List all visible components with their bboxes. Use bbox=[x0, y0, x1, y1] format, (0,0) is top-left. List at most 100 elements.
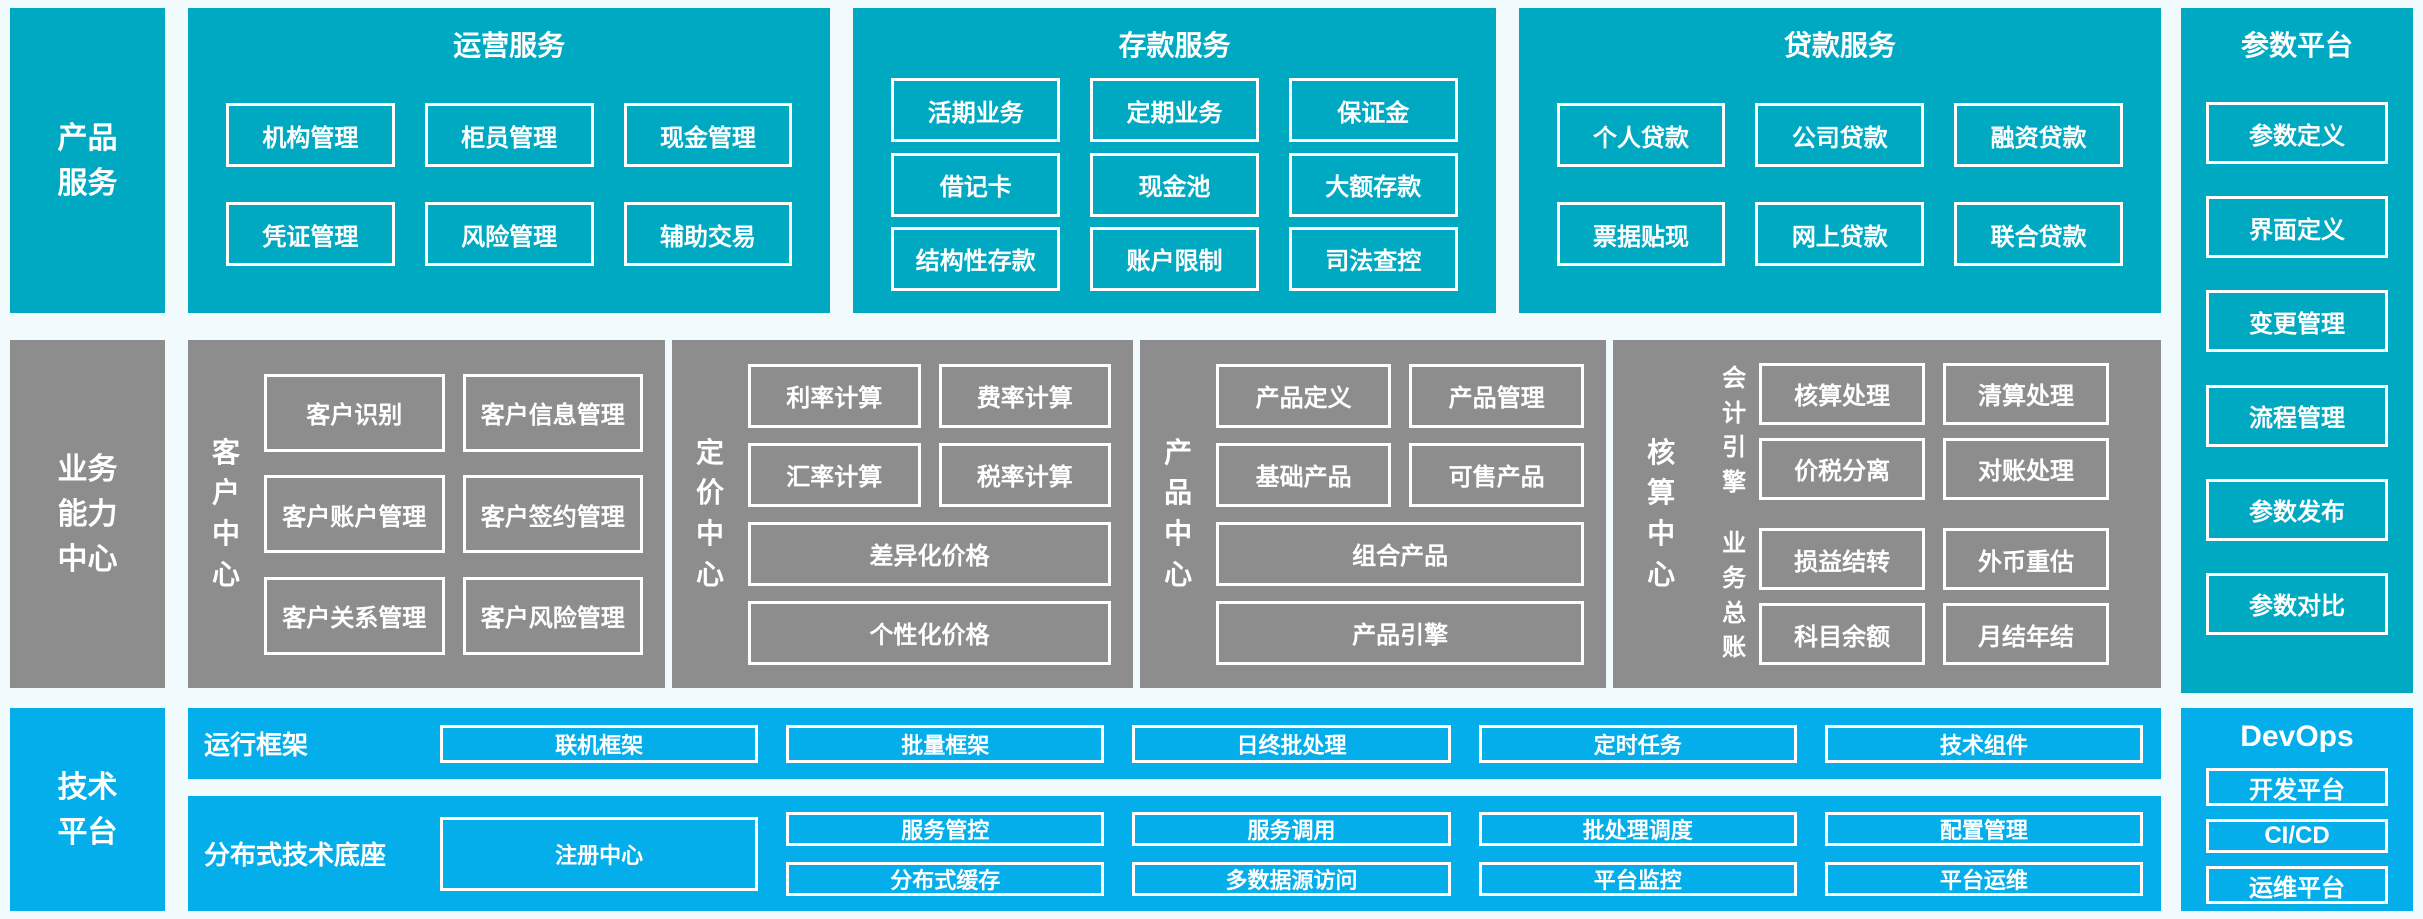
service-box: 流程管理 bbox=[2206, 384, 2388, 447]
service-box: 客户账户管理 bbox=[264, 475, 445, 553]
service-box: 客户签约管理 bbox=[462, 475, 644, 553]
sidebar-label: 业务能力中心 bbox=[57, 452, 118, 576]
box-row: 凭证管理 风险管理 辅助交易 bbox=[226, 202, 793, 266]
service-box: 费率计算 bbox=[938, 363, 1112, 428]
service-box: 辅助交易 bbox=[623, 202, 793, 266]
row-capability-centers: 业务能力中心 客户中心 客户识别 客户信息管理 客户账户管理 客户签约管理 bbox=[10, 340, 2161, 688]
panel-boxes: 个人贷款 公司贷款 融资贷款 票据贴现 网上贷款 联合贷款 bbox=[1519, 64, 2161, 313]
panel-customer-center: 客户中心 客户识别 客户信息管理 客户账户管理 客户签约管理 客户关系管理 客户… bbox=[188, 340, 666, 688]
service-box: 参数定义 bbox=[2206, 102, 2388, 165]
box-row: 客户识别 客户信息管理 bbox=[264, 373, 644, 452]
box-row: 结构性存款 账户限制 司法查控 bbox=[891, 226, 1458, 291]
box-row: 价税分离 对账处理 bbox=[1759, 437, 2109, 500]
service-box: 客户识别 bbox=[264, 373, 445, 452]
panel-devops: DevOps 开发平台 CI/CD 运维平台 bbox=[2181, 708, 2413, 911]
box-row: 产品定义 产品管理 bbox=[1216, 363, 1585, 428]
service-box: 公司贷款 bbox=[1755, 103, 1925, 167]
band-distributed-base: 分布式技术底座 注册中心 服务管控 分布式缓存 服务调用 多数据源访问 批处理调… bbox=[188, 796, 2161, 911]
panel-boxes: 客户识别 客户信息管理 客户账户管理 客户签约管理 客户关系管理 客户风险管理 bbox=[264, 340, 665, 688]
service-box: 日终批处理 bbox=[1132, 724, 1451, 763]
service-box: 联合贷款 bbox=[1954, 202, 2123, 266]
panel-boxes: 会计引擎 核算处理 清算处理 价税分离 对账处理 bbox=[1709, 340, 2161, 688]
service-box-wide: 产品引擎 bbox=[1216, 600, 1585, 665]
box-row: 机构管理 柜员管理 现金管理 bbox=[226, 103, 793, 167]
service-box: 批量框架 bbox=[786, 724, 1105, 763]
service-box: 产品定义 bbox=[1216, 363, 1392, 428]
panel-boxes: 产品定义 产品管理 基础产品 可售产品 组合产品 产品引擎 bbox=[1216, 340, 1606, 688]
service-box: 技术组件 bbox=[1824, 724, 2143, 763]
service-box: 服务管控 bbox=[786, 811, 1105, 846]
sidebar-label: 技术平台 bbox=[57, 770, 118, 849]
group-label: 会计引擎 bbox=[1722, 364, 1747, 497]
panel-boxes: 机构管理 柜员管理 现金管理 凭证管理 风险管理 辅助交易 bbox=[188, 64, 830, 313]
service-box: 税率计算 bbox=[938, 442, 1112, 507]
service-box: 现金管理 bbox=[623, 103, 793, 167]
panel-operations-services: 运营服务 机构管理 柜员管理 现金管理 凭证管理 风险管理 辅助交易 bbox=[188, 8, 831, 313]
service-box: 批处理调度 bbox=[1478, 811, 1797, 846]
accounting-group-ledger: 业务总账 损益结转 外币重估 科目余额 月结年结 bbox=[1709, 527, 2109, 666]
panel-title: 参数平台 bbox=[2240, 30, 2353, 61]
service-box: 分布式缓存 bbox=[786, 861, 1105, 896]
service-box-wide: 组合产品 bbox=[1216, 521, 1585, 586]
panel-boxes: 参数定义 界面定义 变更管理 流程管理 参数发布 参数对比 bbox=[2181, 64, 2413, 693]
service-box: 融资贷款 bbox=[1954, 103, 2123, 167]
panel-deposit-services: 存款服务 活期业务 定期业务 保证金 借记卡 现金池 大额存款 结构性存款 账户 bbox=[853, 8, 1496, 313]
box-row: 科目余额 月结年结 bbox=[1759, 603, 2109, 666]
panel-product-center: 产品中心 产品定义 产品管理 基础产品 可售产品 组合产品 产品引擎 bbox=[1140, 340, 1607, 688]
service-box: 定时任务 bbox=[1478, 724, 1797, 763]
sidebar-product-services: 产品服务 bbox=[10, 8, 165, 313]
center-label: 核算中心 bbox=[1647, 436, 1676, 590]
box-stack: 服务管控 分布式缓存 bbox=[786, 811, 1105, 896]
box-row: 客户账户管理 客户签约管理 bbox=[264, 475, 644, 553]
service-box: 风险管理 bbox=[424, 202, 594, 266]
service-box-wide: 个性化价格 bbox=[748, 600, 1112, 665]
service-box: 多数据源访问 bbox=[1132, 861, 1451, 896]
band-boxes: 注册中心 服务管控 分布式缓存 服务调用 多数据源访问 批处理调度 平台监控 bbox=[440, 811, 2161, 896]
box-row: 客户关系管理 客户风险管理 bbox=[264, 576, 644, 655]
sidebar-capability-center: 业务能力中心 bbox=[10, 340, 165, 688]
band-boxes: 联机框架 批量框架 日终批处理 定时任务 技术组件 bbox=[440, 724, 2161, 763]
service-box: 利率计算 bbox=[748, 363, 921, 428]
service-box: 客户关系管理 bbox=[264, 576, 445, 655]
panel-title: DevOps bbox=[2240, 720, 2354, 753]
service-box: 汇率计算 bbox=[748, 442, 921, 507]
box-stack: 配置管理 平台运维 bbox=[1824, 811, 2143, 896]
panel-boxes: 利率计算 费率计算 汇率计算 税率计算 差异化价格 个性化价格 bbox=[748, 340, 1133, 688]
service-box: 网上贷款 bbox=[1755, 202, 1925, 266]
service-box: 司法查控 bbox=[1288, 226, 1458, 291]
band-label: 运行框架 bbox=[204, 730, 309, 760]
service-box: 借记卡 bbox=[891, 152, 1061, 217]
service-box: 机构管理 bbox=[226, 103, 395, 167]
panel-accounting-center: 核算中心 会计引擎 核算处理 清算处理 价税分离 bbox=[1613, 340, 2161, 688]
service-box: 月结年结 bbox=[1943, 603, 2109, 666]
service-box: 定期业务 bbox=[1090, 78, 1259, 143]
service-box: 凭证管理 bbox=[226, 202, 395, 266]
row-technology-platform: 技术平台 运行框架 联机框架 批量框架 日终批处理 定时任务 技术组件 分布式技… bbox=[10, 708, 2161, 911]
box-stack: 批处理调度 平台监控 bbox=[1478, 811, 1797, 896]
panel-parameter-platform: 参数平台 参数定义 界面定义 变更管理 流程管理 参数发布 参数对比 bbox=[2181, 8, 2413, 693]
box-row: 核算处理 清算处理 bbox=[1759, 362, 2109, 425]
panel-loan-services: 贷款服务 个人贷款 公司贷款 融资贷款 票据贴现 网上贷款 联合贷款 bbox=[1518, 8, 2161, 313]
diagram-main-area: 产品服务 运营服务 机构管理 柜员管理 现金管理 凭证管理 风险管理 辅助交易 bbox=[10, 8, 2161, 911]
center-label: 客户中心 bbox=[211, 436, 240, 590]
service-box: 参数发布 bbox=[2206, 478, 2388, 541]
service-box: 个人贷款 bbox=[1556, 103, 1726, 167]
box-row: 利率计算 费率计算 bbox=[748, 363, 1112, 428]
box-stack: 服务调用 多数据源访问 bbox=[1132, 811, 1451, 896]
service-box: 产品管理 bbox=[1409, 363, 1585, 428]
service-box: 保证金 bbox=[1288, 78, 1458, 143]
group-label: 业务总账 bbox=[1722, 530, 1747, 662]
box-row: 票据贴现 网上贷款 联合贷款 bbox=[1556, 202, 2123, 266]
box-row: 基础产品 可售产品 bbox=[1216, 442, 1585, 507]
service-box: 账户限制 bbox=[1090, 226, 1259, 291]
service-box: CI/CD bbox=[2206, 819, 2388, 853]
service-box: 损益结转 bbox=[1759, 528, 1926, 591]
service-box: 平台运维 bbox=[1824, 861, 2143, 896]
service-box: 现金池 bbox=[1090, 152, 1259, 217]
box-row: 损益结转 外币重估 bbox=[1759, 528, 2109, 591]
service-box: 外币重估 bbox=[1943, 528, 2109, 591]
service-box: 客户风险管理 bbox=[462, 576, 644, 655]
panel-title: 运营服务 bbox=[453, 30, 566, 61]
center-label: 产品中心 bbox=[1164, 436, 1193, 590]
